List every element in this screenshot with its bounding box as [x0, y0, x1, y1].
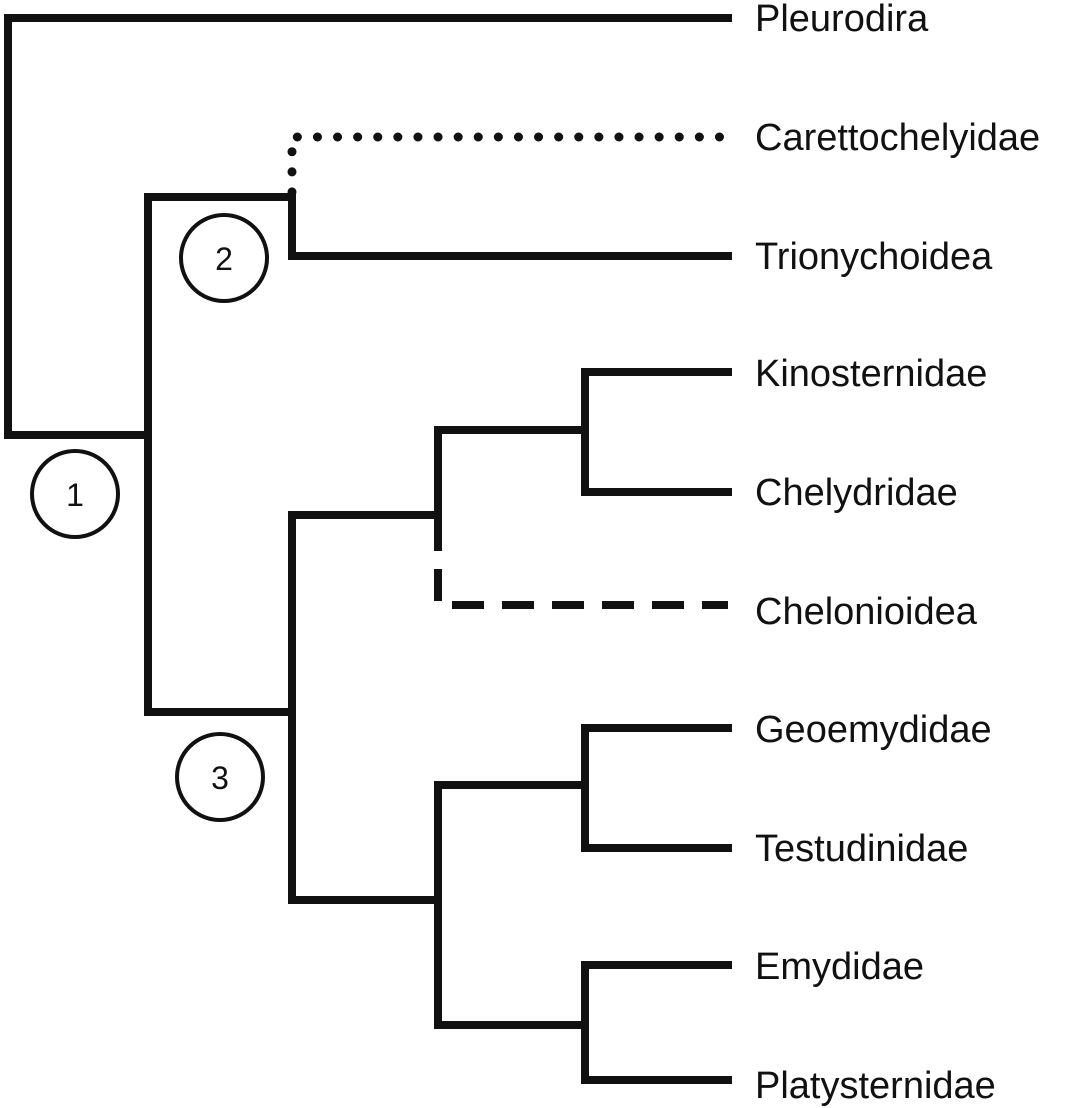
taxon-carettochelyidae: Carettochelyidae [755, 117, 1040, 159]
branch-trionychoidea [288, 193, 732, 260]
node-marker-2: 2 [179, 213, 269, 303]
taxon-chelydridae: Chelydridae [755, 472, 958, 514]
taxon-chelonioidea: Chelonioidea [755, 591, 978, 633]
node-label-3: 3 [211, 760, 229, 796]
taxon-trionychoidea: Trionychoidea [755, 236, 993, 278]
node-marker-1: 1 [30, 449, 120, 539]
branch-carettochelyidae [287, 132, 733, 197]
node-circle-1 [30, 449, 120, 539]
node-label-2: 2 [215, 241, 233, 277]
taxon-platysternidae: Platysternidae [755, 1065, 996, 1107]
taxon-emydidae: Emydidae [755, 946, 924, 988]
node-label-1: 1 [66, 477, 84, 513]
node-marker-3: 3 [175, 732, 265, 822]
taxon-testudinidae: Testudinidae [755, 828, 968, 870]
node-circle-3 [175, 732, 265, 822]
taxon-kinosternidae: Kinosternidae [755, 353, 987, 395]
branch-root [4, 14, 152, 439]
taxon-geoemydidae: Geoemydidae [755, 709, 992, 751]
branch-chelonioidea [434, 519, 728, 609]
node-circle-2 [179, 213, 269, 303]
taxon-pleurodira: Pleurodira [755, 0, 929, 40]
